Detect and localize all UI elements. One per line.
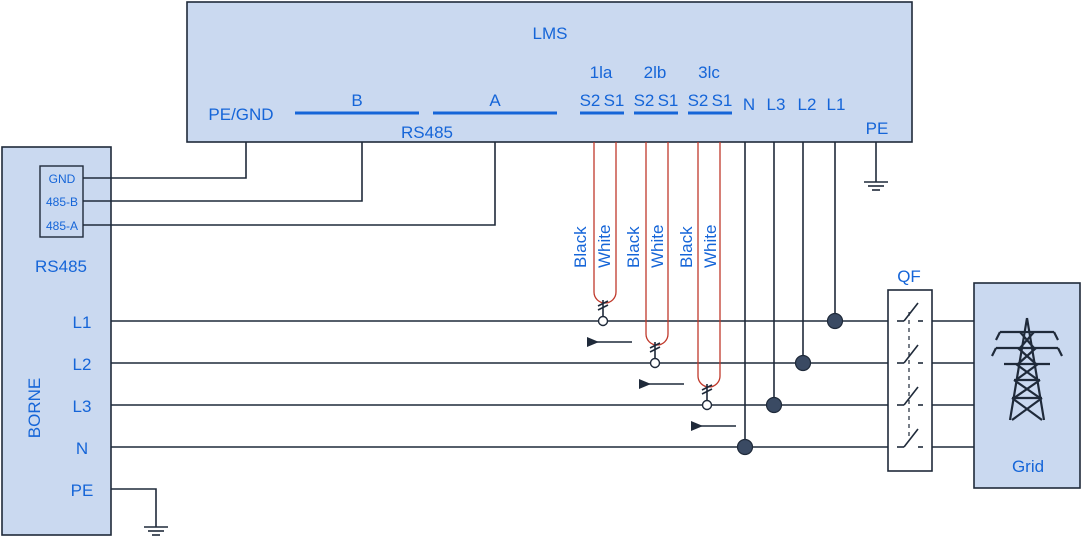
ct-channel-2-s2: S2 — [634, 91, 655, 110]
grid-box — [973, 282, 1081, 489]
ct2-clamp-icon — [649, 342, 661, 358]
junction-node-l2 — [794, 354, 812, 372]
ct3-white-label: White — [701, 225, 720, 268]
borne-terminal-485b: 485-B — [46, 195, 78, 209]
ct1-sensor-icon — [597, 315, 609, 327]
breaker-contacts-icon — [897, 300, 923, 462]
borne-title: BORNE — [25, 378, 44, 438]
lms-pe-gnd-label: PE/GND — [208, 105, 273, 124]
lms-terminal-n: N — [743, 95, 755, 114]
lms-rs485-label: RS485 — [401, 123, 453, 142]
junction-node-n — [736, 438, 754, 456]
ct3-sensor-icon — [701, 399, 713, 411]
borne-terminal-485a: 485-A — [46, 219, 78, 233]
borne-comm-terminal-block — [39, 165, 84, 238]
ct1-white-label: White — [595, 225, 614, 268]
lms-terminal-l1: L1 — [827, 95, 846, 114]
borne-rs485-label: RS485 — [35, 257, 87, 276]
ct-channel-1-s1: S1 — [604, 91, 625, 110]
borne-terminal-gnd: GND — [49, 172, 76, 186]
qf-label: QF — [897, 267, 921, 286]
borne-line-pe: PE — [71, 481, 94, 500]
ct-channel-3-name: 3lc — [698, 63, 720, 82]
ct2-black-label: Black — [624, 226, 643, 268]
lms-a-label: A — [489, 91, 501, 110]
ct3-black-label: Black — [677, 226, 696, 268]
borne-pe-wire — [111, 488, 157, 527]
lms-box — [186, 1, 913, 143]
borne-ground-icon — [144, 526, 168, 536]
ct-channel-1-s2: S2 — [580, 91, 601, 110]
rs485-a-wire — [83, 142, 496, 226]
lms-b-label: B — [351, 91, 362, 110]
lms-terminal-l3: L3 — [767, 95, 786, 114]
ct-channel-2-s1: S1 — [658, 91, 679, 110]
junction-node-l1 — [826, 312, 844, 330]
ct-channel-2-name: 2lb — [644, 63, 667, 82]
lms-terminal-l2: L2 — [798, 95, 817, 114]
borne-line-l1: L1 — [73, 313, 92, 332]
ct2-white-label: White — [648, 225, 667, 268]
ct1-black-label: Black — [571, 226, 590, 268]
lms-ground-icon — [864, 181, 888, 191]
gnd-wire — [83, 142, 247, 179]
transmission-tower-icon — [991, 317, 1063, 421]
ct-channel-3-s1: S1 — [712, 91, 733, 110]
borne-line-l3: L3 — [73, 397, 92, 416]
lms-pe-label: PE — [866, 119, 889, 138]
lms-title: LMS — [533, 24, 568, 43]
ct-channel-3-s2: S2 — [688, 91, 709, 110]
ct-channel-1-name: 1la — [590, 63, 613, 82]
rs485-b-wire — [83, 142, 363, 202]
ct1-clamp-icon — [597, 300, 609, 316]
ct3-clamp-icon — [701, 384, 713, 400]
junction-node-l3 — [765, 396, 783, 414]
borne-line-l2: L2 — [73, 355, 92, 374]
borne-line-n: N — [76, 439, 88, 458]
grid-label: Grid — [1012, 457, 1044, 476]
ct2-sensor-icon — [649, 357, 661, 369]
ct1-leads — [593, 142, 617, 304]
